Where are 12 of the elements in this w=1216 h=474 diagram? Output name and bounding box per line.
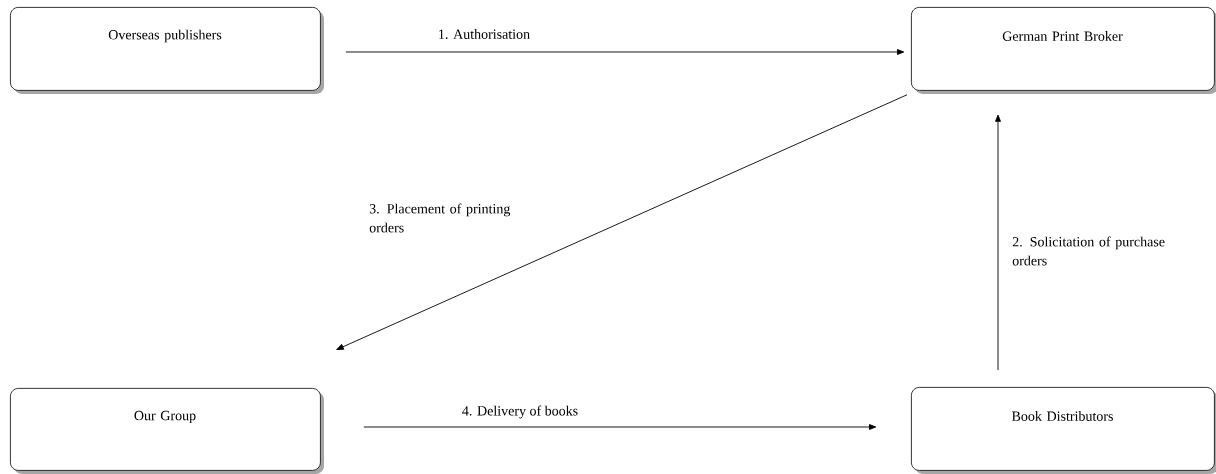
process-box: Our Group <box>10 388 324 474</box>
arrow <box>336 94 908 350</box>
process-box: German Print Broker <box>911 7 1216 94</box>
arrow <box>995 114 1001 371</box>
edge-label: 2. Solicitation of purchase orders <box>1012 236 1165 266</box>
edge-label: 4. Delivery of books <box>462 405 578 419</box>
process-box: Book Distributors <box>911 387 1216 474</box>
process-box: Overseas publishers <box>10 7 324 94</box>
edge-label: 1. Authorisation <box>439 29 530 39</box>
arrow <box>363 424 877 430</box>
edge-label: 3. Placement of printing orders <box>369 203 511 233</box>
arrow <box>345 49 905 55</box>
